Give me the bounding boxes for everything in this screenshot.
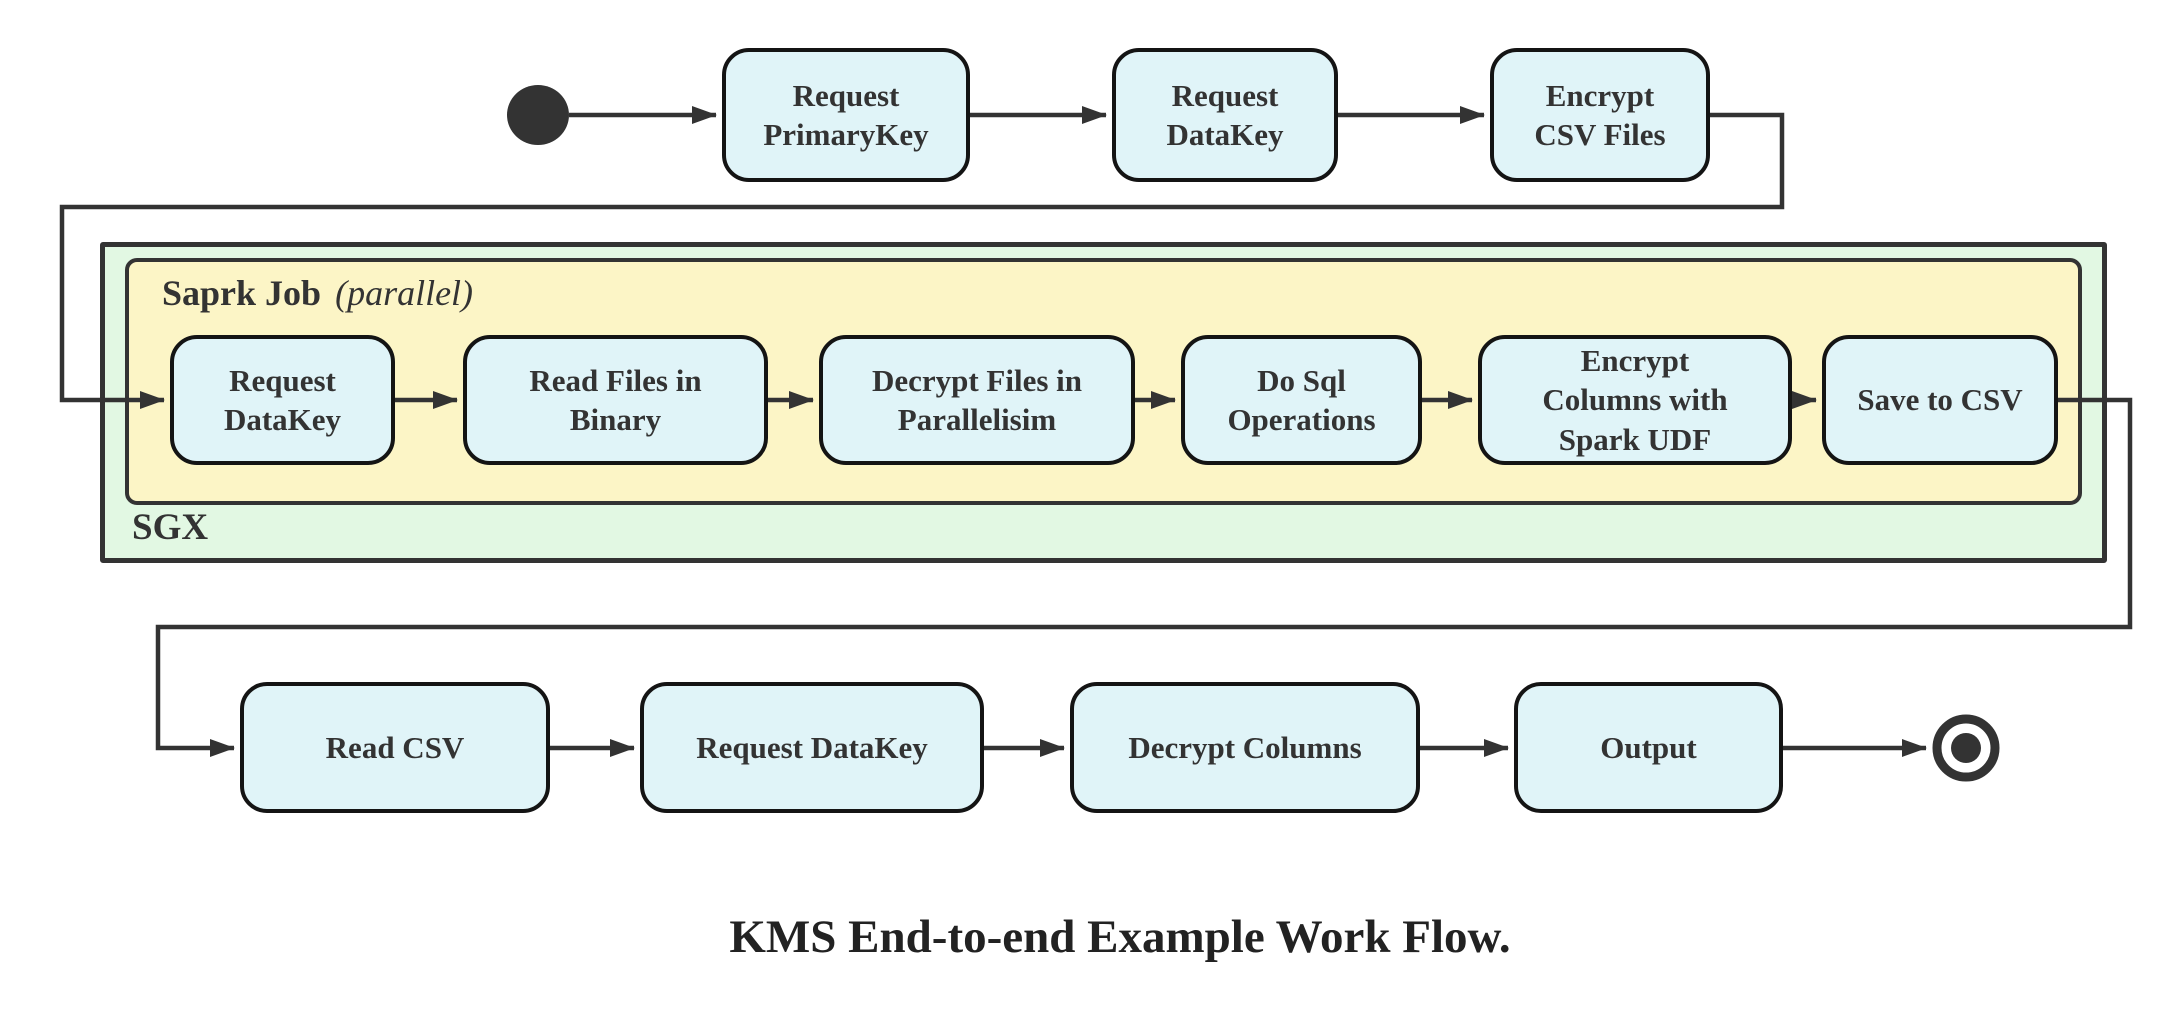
spark-job-label: Saprk Job (parallel)	[162, 272, 473, 314]
node-request-datakey-top: Request DataKey	[1112, 48, 1338, 182]
node-read-files-in-binary: Read Files in Binary	[463, 335, 768, 465]
node-decrypt-columns: Decrypt Columns	[1070, 682, 1420, 813]
arrow-save-csv-to-read-csv	[155, 397, 2133, 757]
node-save-to-csv: Save to CSV	[1822, 335, 2058, 465]
sgx-label: SGX	[132, 507, 209, 548]
node-read-csv: Read CSV	[240, 682, 550, 813]
node-request-primarykey: Request PrimaryKey	[722, 48, 970, 182]
node-decrypt-files-in-parallelisim: Decrypt Files in Parallelisim	[819, 335, 1135, 465]
node-request-datakey-bottom: Request DataKey	[640, 682, 984, 813]
node-encrypt-csv-files: Encrypt CSV Files	[1490, 48, 1710, 182]
spark-job-title: Saprk Job	[162, 273, 322, 313]
node-output: Output	[1514, 682, 1783, 813]
final-state-bullseye-icon	[1932, 714, 2000, 782]
initial-state-dot-icon	[507, 85, 569, 145]
node-do-sql-operations: Do Sql Operations	[1181, 335, 1422, 465]
spark-job-qualifier: (parallel)	[335, 273, 474, 313]
node-encrypt-columns-with-spark-udf: Encrypt Columns with Spark UDF	[1478, 335, 1792, 465]
arrow-encrypt-csv-to-spark-request-datakey	[59, 112, 1785, 409]
diagram-caption: KMS End-to-end Example Work Flow.	[729, 911, 1511, 963]
node-spark-request-datakey: Request DataKey	[170, 335, 395, 465]
